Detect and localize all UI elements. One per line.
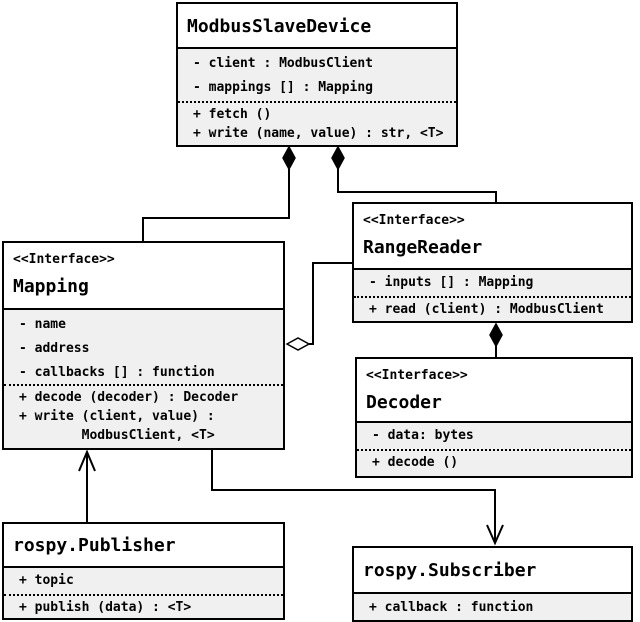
method-line: + callback : function xyxy=(369,600,534,615)
attribute-line: - name xyxy=(19,317,66,332)
hollow-diamond-icon xyxy=(285,337,311,351)
attribute-line: - mappings [] : Mapping xyxy=(193,80,374,95)
class-title: rospy.Subscriber xyxy=(354,548,631,592)
class-box-rospy-publisher: rospy.Publisher + topic + publish (data)… xyxy=(2,522,285,620)
attribute-line: - inputs [] : Mapping xyxy=(369,275,534,290)
class-name: rospy.Subscriber xyxy=(363,560,537,581)
class-name: Decoder xyxy=(366,392,442,413)
open-arrowhead-down-icon xyxy=(486,524,504,546)
attribute-line: - client : ModbusClient xyxy=(193,56,374,71)
methods-compartment: + callback : function xyxy=(354,592,631,620)
method-line: + write (name, value) : str, <T> xyxy=(193,126,444,141)
attribute-line: - address xyxy=(19,341,90,356)
class-name: RangeReader xyxy=(363,237,483,258)
open-arrowhead-up-icon xyxy=(78,449,96,472)
method-line: + read (client) : ModbusClient xyxy=(369,302,604,317)
stereotype-label: <<Interface>> xyxy=(366,368,468,383)
methods-compartment: + fetch () + write (name, value) : str, … xyxy=(178,101,456,145)
class-name: Mapping xyxy=(13,276,89,297)
attributes-compartment: - inputs [] : Mapping xyxy=(354,268,631,296)
class-title: rospy.Publisher xyxy=(4,524,283,566)
class-box-decoder: <<Interface>> Decoder - data: bytes + de… xyxy=(355,357,633,478)
methods-compartment: + read (client) : ModbusClient xyxy=(354,296,631,321)
class-box-modbusslavedevice: ModbusSlaveDevice - client : ModbusClien… xyxy=(176,2,458,147)
attributes-compartment: + topic xyxy=(4,566,283,594)
stereotype-label: <<Interface>> xyxy=(363,213,465,228)
method-line: ModbusClient, <T> xyxy=(19,428,215,443)
attributes-compartment: - name - address - callbacks [] : functi… xyxy=(4,308,283,384)
class-title: <<Interface>> Decoder xyxy=(357,359,631,421)
class-title: <<Interface>> Mapping xyxy=(4,243,283,308)
class-box-rangereader: <<Interface>> RangeReader - inputs [] : … xyxy=(352,202,633,323)
filled-diamond-icon xyxy=(331,145,345,171)
methods-compartment: + publish (data) : <T> xyxy=(4,594,283,618)
class-title: <<Interface>> RangeReader xyxy=(354,204,631,268)
method-line: + write (client, value) : xyxy=(19,409,215,424)
attribute-line: - callbacks [] : function xyxy=(19,365,215,380)
method-line: + decode (decoder) : Decoder xyxy=(19,390,239,405)
class-box-rospy-subscriber: rospy.Subscriber + callback : function xyxy=(352,546,633,622)
composition-line-modbus-rangereader xyxy=(337,168,497,203)
class-name: ModbusSlaveDevice xyxy=(187,15,372,37)
method-line: + publish (data) : <T> xyxy=(19,600,192,615)
class-title: ModbusSlaveDevice xyxy=(178,4,456,47)
filled-diamond-icon xyxy=(282,145,296,171)
composition-line-modbus-mapping xyxy=(142,168,290,241)
class-box-mapping: <<Interface>> Mapping - name - address -… xyxy=(2,241,285,450)
attributes-compartment: - client : ModbusClient - mappings [] : … xyxy=(178,47,456,101)
attribute-line: + topic xyxy=(19,573,74,588)
method-line: + decode () xyxy=(372,455,459,470)
stereotype-label: <<Interface>> xyxy=(13,252,115,267)
attributes-compartment: - data: bytes xyxy=(357,421,631,449)
aggregation-line-rangereader-mapping xyxy=(308,262,352,345)
filled-diamond-icon xyxy=(489,322,503,348)
methods-compartment: + decode () xyxy=(357,449,631,476)
method-line: + fetch () xyxy=(193,107,272,122)
methods-compartment: + decode (decoder) : Decoder + write (cl… xyxy=(4,384,283,448)
class-name: rospy.Publisher xyxy=(13,535,176,556)
attribute-line: - data: bytes xyxy=(372,428,474,443)
